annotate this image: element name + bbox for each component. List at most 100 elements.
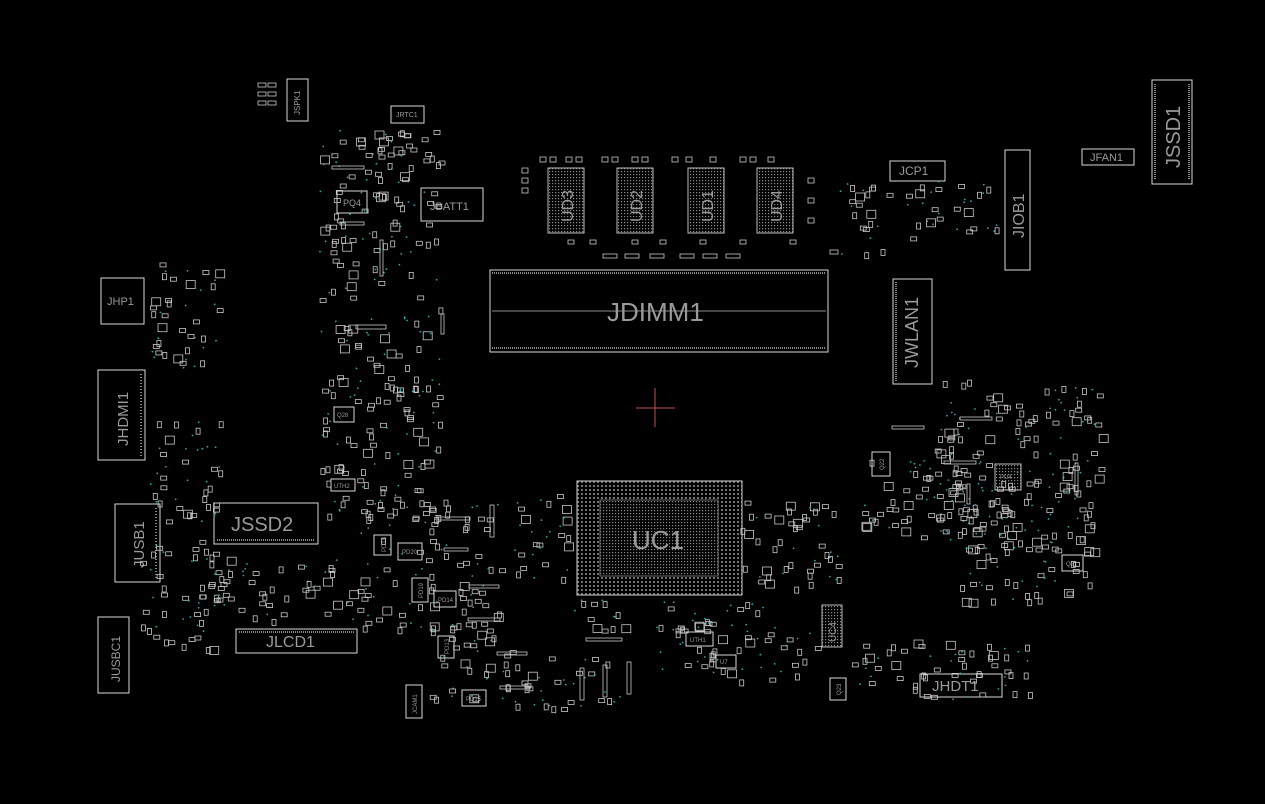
smd-pad xyxy=(1037,597,1043,605)
smd-pad xyxy=(921,535,928,541)
connector-jssd1[interactable]: JSSD1 xyxy=(1151,79,1193,185)
smd-part xyxy=(339,344,350,354)
smd-pad xyxy=(814,562,821,568)
smd-pad xyxy=(602,664,608,698)
smd-pad xyxy=(1026,493,1032,501)
testpoint xyxy=(1036,585,1038,588)
testpoint xyxy=(205,480,208,483)
smd-pad xyxy=(348,174,356,180)
jusbc1-label: JUSBC1 xyxy=(109,636,123,682)
smd-pad xyxy=(210,283,216,291)
testpoint xyxy=(716,658,719,661)
connector-jcp1[interactable]: JCP1 xyxy=(889,160,946,182)
smd-pad xyxy=(435,162,441,170)
testpoint xyxy=(835,578,838,581)
smd-pad xyxy=(675,628,683,634)
smd-pad xyxy=(958,508,964,516)
ud4-label: UD4 xyxy=(769,190,786,222)
connector-jhp1[interactable]: JHP1 xyxy=(100,277,145,325)
connector-jhdmi1[interactable]: JHDMI1 xyxy=(97,369,146,461)
smd-pad xyxy=(936,216,944,222)
smd-pad xyxy=(1042,544,1049,550)
connector-jfan1[interactable]: JFAN1 xyxy=(1081,148,1135,166)
smd-pad xyxy=(152,343,160,349)
smd-pad xyxy=(896,676,904,681)
testpoint xyxy=(574,609,576,612)
chip-uth1[interactable]: UTH1 xyxy=(685,631,714,647)
pd20-label: PD20 xyxy=(402,550,418,556)
connector-jbatt1[interactable]: JBATT1 xyxy=(420,187,484,222)
part-q22[interactable]: Q22 xyxy=(871,451,891,477)
testpoint xyxy=(373,278,376,281)
smd-pad xyxy=(864,252,870,260)
jspk1-label: JSPK1 xyxy=(293,90,302,115)
testpoint xyxy=(1049,513,1052,516)
smd-part xyxy=(793,518,803,528)
smd-pad xyxy=(1034,480,1039,488)
connector-jusb1[interactable]: JUSB1 xyxy=(114,503,161,583)
chip-ud3[interactable]: UD3 xyxy=(547,167,585,234)
connector-jiob1[interactable]: JIOB1 xyxy=(1004,149,1031,271)
testpoint xyxy=(947,531,950,534)
smd-pad xyxy=(626,661,632,695)
testpoint xyxy=(974,408,976,410)
smd-pad xyxy=(977,544,985,549)
smd-part xyxy=(883,481,894,491)
testpoint xyxy=(344,235,347,238)
chip-ud4[interactable]: UD4 xyxy=(756,167,794,234)
smd-pad xyxy=(207,485,213,493)
testpoint xyxy=(562,679,565,681)
smd-pad xyxy=(194,635,202,641)
part-pu4[interactable]: PU4 xyxy=(994,463,1022,491)
smd-pad xyxy=(206,503,211,511)
chip-uc4[interactable]: UC4 xyxy=(821,604,843,648)
part-pd20[interactable]: PD20 xyxy=(397,542,423,561)
jhdt1-label: JHDT1 xyxy=(932,678,979,695)
testpoint xyxy=(1004,647,1006,650)
smd-pad xyxy=(142,609,150,615)
testpoint xyxy=(1059,437,1062,439)
smd-pad xyxy=(203,608,209,616)
smd-pad xyxy=(1077,400,1082,408)
testpoint xyxy=(1074,497,1076,500)
chip-ud2[interactable]: UD2 xyxy=(616,167,654,234)
part-pd19[interactable]: PD19 xyxy=(411,577,429,603)
connector-jdimm1[interactable]: JDIMM1 xyxy=(489,269,829,353)
part-q23[interactable]: Q23 xyxy=(829,677,847,701)
testpoint xyxy=(984,533,986,535)
connector-jrtc1[interactable]: JRTC1 xyxy=(390,105,425,124)
part-pd15[interactable]: PD15 xyxy=(461,689,487,707)
smd-pad xyxy=(166,300,172,308)
testpoint xyxy=(1031,520,1033,523)
smd-part xyxy=(745,638,756,648)
smd-pad xyxy=(877,511,884,517)
connector-jhdt1[interactable]: JHDT1 xyxy=(919,673,1003,698)
smd-pad xyxy=(997,486,1004,492)
smd-pad xyxy=(1008,486,1016,492)
smd-pad xyxy=(976,671,982,678)
chip-ud1[interactable]: UD1 xyxy=(687,167,725,234)
chip-uc1[interactable]: UC1 xyxy=(576,480,743,596)
smd-pad xyxy=(499,685,531,690)
connector-jwlan1[interactable]: JWLAN1 xyxy=(892,278,933,385)
smd-pad xyxy=(156,574,164,579)
testpoint xyxy=(328,291,331,294)
connector-jusbc1[interactable]: JUSBC1 xyxy=(97,616,130,694)
smd-part xyxy=(718,635,728,645)
testpoint xyxy=(726,609,729,612)
connector-jspk1[interactable]: JSPK1 xyxy=(286,78,309,122)
smd-pad xyxy=(994,227,1000,235)
part-q28[interactable]: Q28 xyxy=(333,406,355,423)
connector-jlcd1[interactable]: JLCD1 xyxy=(235,628,358,654)
connector-jssd2[interactable]: JSSD2 xyxy=(213,502,319,545)
smd-pad xyxy=(1025,593,1030,600)
part-q31[interactable]: Q31 xyxy=(1061,554,1084,572)
testpoint xyxy=(729,604,732,607)
connector-jcam1[interactable]: JCAM1 xyxy=(405,684,423,719)
part-pd14[interactable]: PD14 xyxy=(433,590,457,608)
smd-pad xyxy=(408,271,414,279)
smd-pad xyxy=(211,466,218,472)
smd-pad xyxy=(156,421,162,429)
part-pq4[interactable]: PQ4 xyxy=(336,190,368,214)
